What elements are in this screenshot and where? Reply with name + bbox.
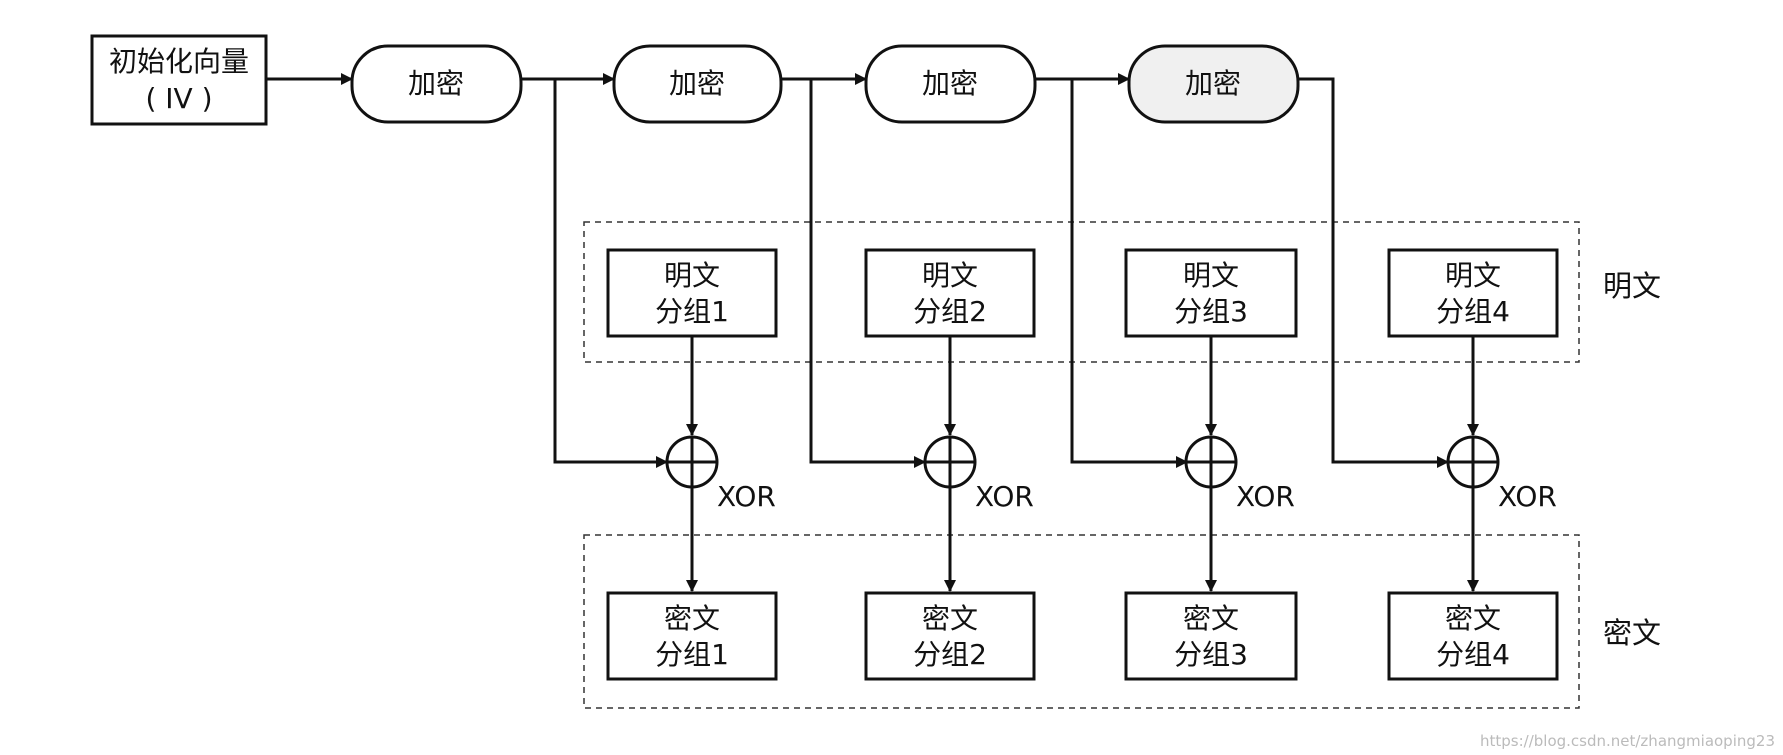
ciphertext-block-2: 密文 分组2	[864, 591, 1036, 681]
xor-node-2	[923, 435, 977, 489]
iv-label-line1: 初始化向量	[109, 45, 249, 78]
ciphertext-block-3-line2: 分组3	[1174, 638, 1248, 671]
ciphertext-block-3-line1: 密文	[1183, 602, 1239, 635]
ciphertext-block-1-line1: 密文	[664, 602, 720, 635]
ciphertext-block-4-line1: 密文	[1445, 602, 1501, 635]
plaintext-group-region	[583, 221, 1580, 363]
ciphertext-group-region	[583, 534, 1580, 709]
wire-encrypt-4-to-xor-4	[1298, 77, 1449, 468]
plaintext-block-1: 明文 分组1	[606, 248, 778, 338]
plaintext-block-1-line1: 明文	[664, 259, 720, 292]
ciphertext-block-4-line2: 分组4	[1436, 638, 1510, 671]
encrypt-block-2: 加密	[612, 44, 783, 124]
wire-encrypt-3-to-xor-3	[1070, 79, 1188, 468]
xor-node-3	[1184, 435, 1238, 489]
ciphertext-block-1-line2: 分组1	[655, 638, 729, 671]
ciphertext-block-4: 密文 分组4	[1387, 591, 1559, 681]
plaintext-block-3-line1: 明文	[1183, 259, 1239, 292]
encrypt-block-4: 加密	[1127, 44, 1300, 124]
xor-node-1	[665, 435, 719, 489]
encrypt-block-3-label: 加密	[922, 67, 978, 100]
plaintext-block-4: 明文 分组4	[1387, 248, 1559, 338]
plaintext-block-4-line2: 分组4	[1436, 295, 1510, 328]
xor-label-2: XOR	[975, 480, 1034, 513]
wire-encrypt-2-to-xor-2	[809, 79, 926, 468]
ciphertext-block-2-line2: 分组2	[913, 638, 987, 671]
encrypt-block-2-label: 加密	[669, 67, 725, 100]
plaintext-block-3-line2: 分组3	[1174, 295, 1248, 328]
encrypt-block-3: 加密	[864, 44, 1037, 124]
plaintext-block-3: 明文 分组3	[1124, 248, 1298, 338]
plaintext-block-4-line1: 明文	[1445, 259, 1501, 292]
xor-label-3: XOR	[1236, 480, 1295, 513]
iv-box: 初始化向量 ( IV )	[90, 34, 268, 126]
ciphertext-block-1: 密文 分组1	[606, 591, 778, 681]
watermark-url: https://blog.csdn.net/zhangmiaoping23	[1480, 732, 1775, 750]
encrypt-block-1-label: 加密	[408, 67, 464, 100]
ciphertext-block-3: 密文 分组3	[1124, 591, 1298, 681]
plaintext-block-2-line2: 分组2	[913, 295, 987, 328]
xor-label-4: XOR	[1498, 480, 1557, 513]
encrypt-block-4-label: 加密	[1185, 67, 1241, 100]
ciphertext-group-label: 密文	[1603, 616, 1661, 650]
xor-label-1: XOR	[717, 480, 776, 513]
encrypt-block-1: 加密	[350, 44, 523, 124]
wire-encrypt-1-to-xor-1	[553, 79, 668, 468]
plaintext-group-label: 明文	[1603, 269, 1661, 303]
xor-node-4	[1446, 435, 1500, 489]
iv-label-line2: ( IV )	[145, 82, 212, 115]
plaintext-block-2-line1: 明文	[922, 259, 978, 292]
ciphertext-block-2-line1: 密文	[922, 602, 978, 635]
plaintext-block-1-line2: 分组1	[655, 295, 729, 328]
plaintext-block-2: 明文 分组2	[864, 248, 1036, 338]
